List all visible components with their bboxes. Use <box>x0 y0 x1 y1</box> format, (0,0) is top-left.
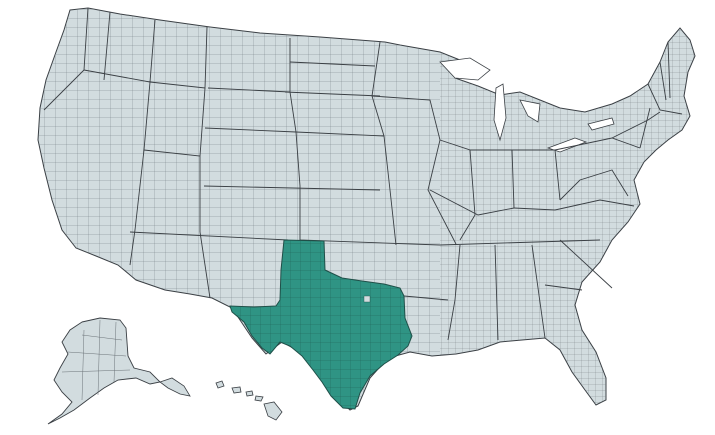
hawaii <box>215 380 283 421</box>
great-lakes <box>439 57 615 153</box>
state-borders <box>43 7 683 341</box>
alaska <box>47 317 191 425</box>
